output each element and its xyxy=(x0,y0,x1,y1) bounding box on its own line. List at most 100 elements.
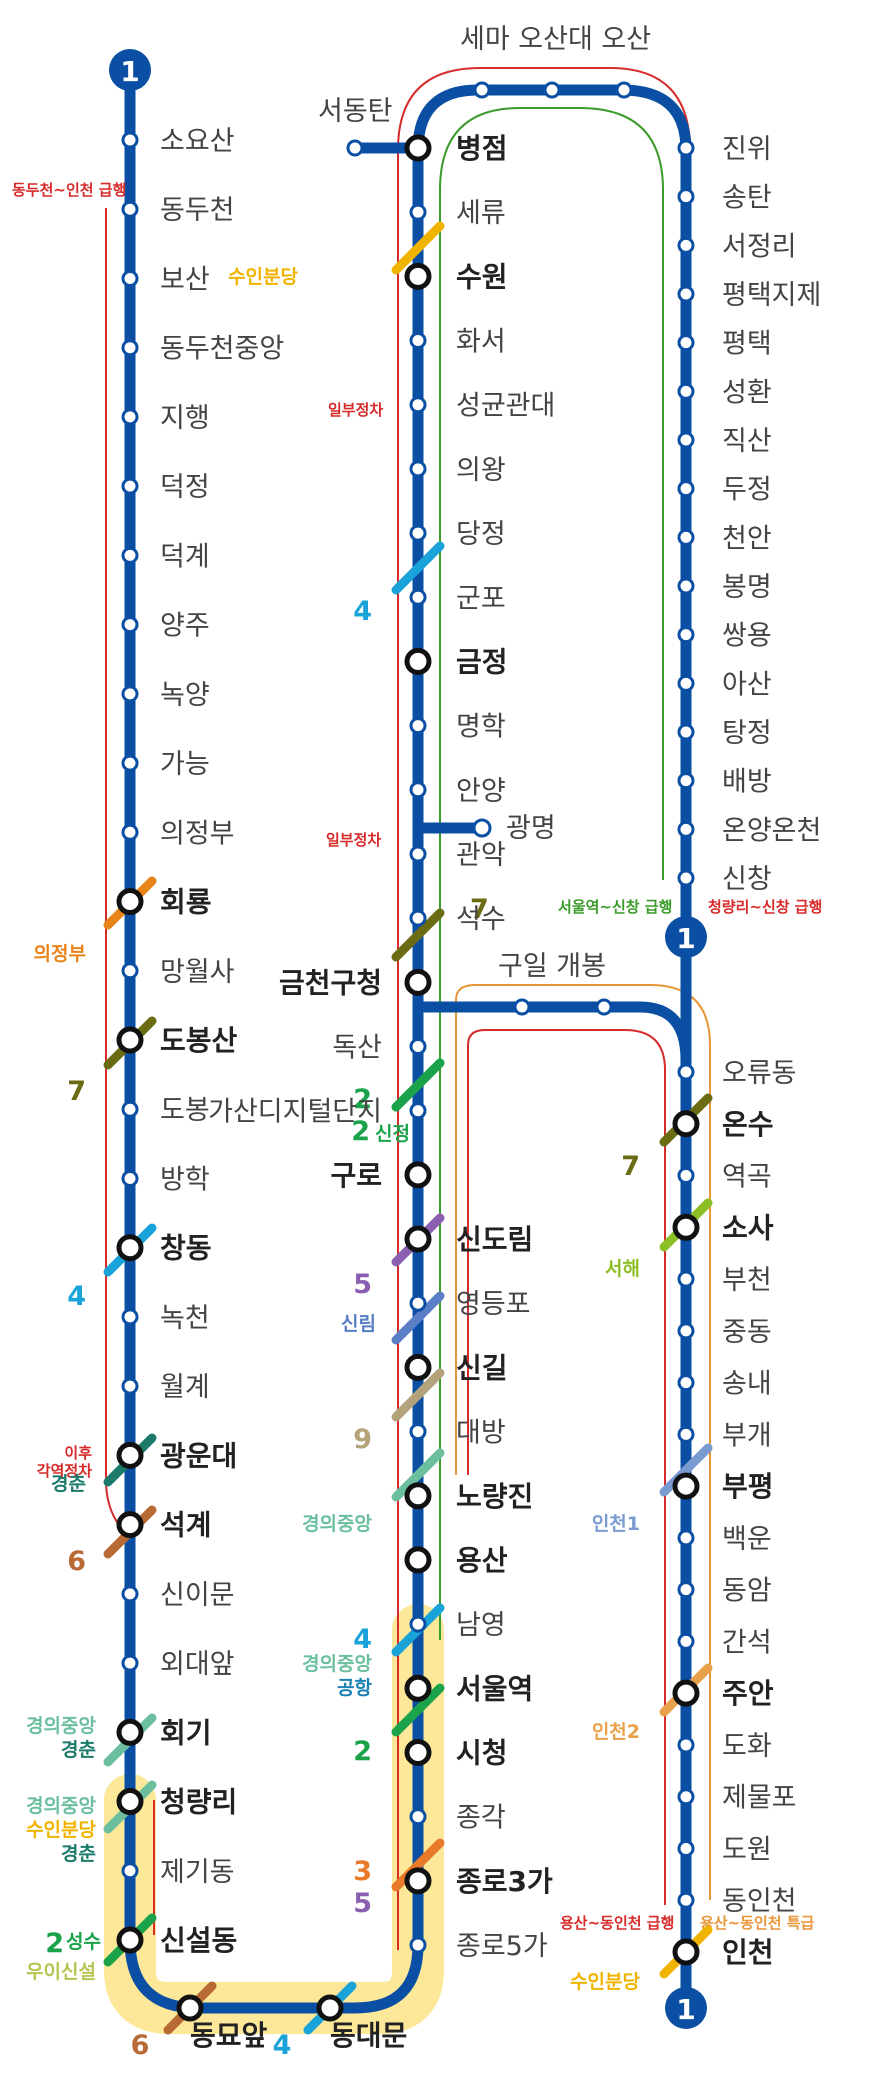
station-label: 제물포 xyxy=(722,1783,797,1814)
station-label: 수원 xyxy=(456,260,508,293)
station-marker xyxy=(677,1063,695,1081)
station-label: 신길 xyxy=(456,1351,508,1384)
transfer-bar xyxy=(391,541,445,595)
transfer-label: 신림 xyxy=(341,1313,376,1335)
station-label: 쌍용 xyxy=(722,621,772,652)
station-marker xyxy=(677,723,695,741)
transfer-bar xyxy=(391,1058,445,1112)
transfer-label: 6 xyxy=(67,1546,86,1577)
transfer-label: 서해 xyxy=(605,1258,640,1280)
station-marker xyxy=(409,845,427,863)
transfer-label: 인천2 xyxy=(592,1721,640,1743)
station-marker xyxy=(121,339,139,357)
station-marker xyxy=(409,396,427,414)
station-label: 녹양 xyxy=(160,680,210,711)
line-badge-text: 1 xyxy=(676,1993,695,2026)
station-marker xyxy=(116,1441,144,1469)
station-label-guil-gaebong: 구일 개봉 xyxy=(498,951,606,982)
transfer-label: 2 xyxy=(353,1736,372,1767)
station-marker xyxy=(404,1353,432,1381)
station-label: 방학 xyxy=(160,1164,210,1195)
station-marker xyxy=(409,1808,427,1826)
station-marker xyxy=(404,1482,432,1510)
station-label: 가능 xyxy=(160,749,210,780)
main-line-incheon-branch xyxy=(412,1001,692,1066)
transfer-label: 경의중앙 xyxy=(26,1715,96,1737)
transfer-label: 경춘 xyxy=(61,1739,96,1761)
station-label: 보산 xyxy=(160,264,210,295)
express-label-seoul-sinchang: 서울역~신창 급행 xyxy=(558,898,672,916)
station-label: 중동 xyxy=(722,1317,772,1348)
station-marker xyxy=(404,1674,432,1702)
station-marker xyxy=(409,524,427,542)
station-label: 동묘앞 xyxy=(190,2019,268,2052)
station-marker xyxy=(677,188,695,206)
station-marker xyxy=(404,262,432,290)
station-label: 가산디지털단지 xyxy=(208,1097,382,1128)
station-marker xyxy=(677,674,695,692)
express-label-yongsan-dongincheon-special: 용산~동인천 특급 xyxy=(700,1914,815,1932)
transfer-label: 2 xyxy=(353,1084,372,1115)
station-seodongtan xyxy=(346,139,364,157)
station-label: 군포 xyxy=(456,583,506,614)
transfer-bar xyxy=(391,908,445,962)
station-label: 대방 xyxy=(456,1418,506,1449)
station-label: 신이문 xyxy=(160,1580,235,1611)
station-marker xyxy=(121,408,139,426)
line-badge-incheon: 1 xyxy=(665,1987,707,2029)
station-label: 소사 xyxy=(722,1211,774,1244)
transfer-label: 4 xyxy=(353,596,372,627)
station-marker xyxy=(677,285,695,303)
station-marker xyxy=(672,1679,700,1707)
station-marker xyxy=(121,546,139,564)
station-label: 노량진 xyxy=(456,1480,533,1513)
station-label: 부천 xyxy=(722,1265,772,1296)
transfer-label: 우이신설 xyxy=(26,1961,96,1983)
station-marker xyxy=(677,1839,695,1857)
transfer-bar xyxy=(391,1291,445,1345)
station-marker xyxy=(409,1102,427,1120)
station-guil xyxy=(513,998,531,1016)
station-label: 부평 xyxy=(722,1470,774,1503)
transfer-label: 7 xyxy=(67,1076,86,1107)
station-marker xyxy=(409,1423,427,1441)
station-marker xyxy=(677,1270,695,1288)
station-marker xyxy=(677,772,695,790)
station-label: 관악 xyxy=(456,840,506,871)
station-marker xyxy=(121,477,139,495)
station-marker xyxy=(121,1100,139,1118)
station-marker xyxy=(404,968,432,996)
station-label: 동두천 xyxy=(160,195,235,226)
station-marker xyxy=(116,1926,144,1954)
station-label-seodongtan: 서동탄 xyxy=(318,96,393,127)
station-label: 금정 xyxy=(456,645,508,678)
station-marker xyxy=(121,269,139,287)
station-label: 역곡 xyxy=(722,1162,772,1193)
station-label: 송탄 xyxy=(722,183,772,214)
station-label: 동두천중앙 xyxy=(160,334,284,365)
station-marker xyxy=(116,1718,144,1746)
transfer-label: 5 xyxy=(353,1269,372,1300)
station-marker xyxy=(121,754,139,772)
station-marker xyxy=(677,1632,695,1650)
station-marker xyxy=(116,888,144,916)
station-marker xyxy=(116,1511,144,1539)
station-marker xyxy=(677,1425,695,1443)
station-label: 창동 xyxy=(160,1232,212,1265)
transfer-label: 2 xyxy=(351,1116,370,1147)
station-label: 두정 xyxy=(722,475,772,506)
partial-stop-label-uiwang: 일부정차 xyxy=(328,401,383,419)
transfer-bar xyxy=(391,1838,445,1892)
station-marker xyxy=(677,820,695,838)
station-marker xyxy=(404,1225,432,1253)
station-marker xyxy=(116,1026,144,1054)
transfer-label: 경의중앙 xyxy=(302,1513,372,1535)
transfer-label: 2 xyxy=(45,1928,64,1959)
top-stations-label: 세마 오산대 오산 xyxy=(460,24,651,55)
stations-layer: 소요산동두천보산동두천중앙지행덕정덕계양주녹양가능의정부회룡망월사도봉산도봉방학… xyxy=(116,126,821,2052)
station-marker xyxy=(677,1788,695,1806)
station-label: 소요산 xyxy=(160,126,235,157)
